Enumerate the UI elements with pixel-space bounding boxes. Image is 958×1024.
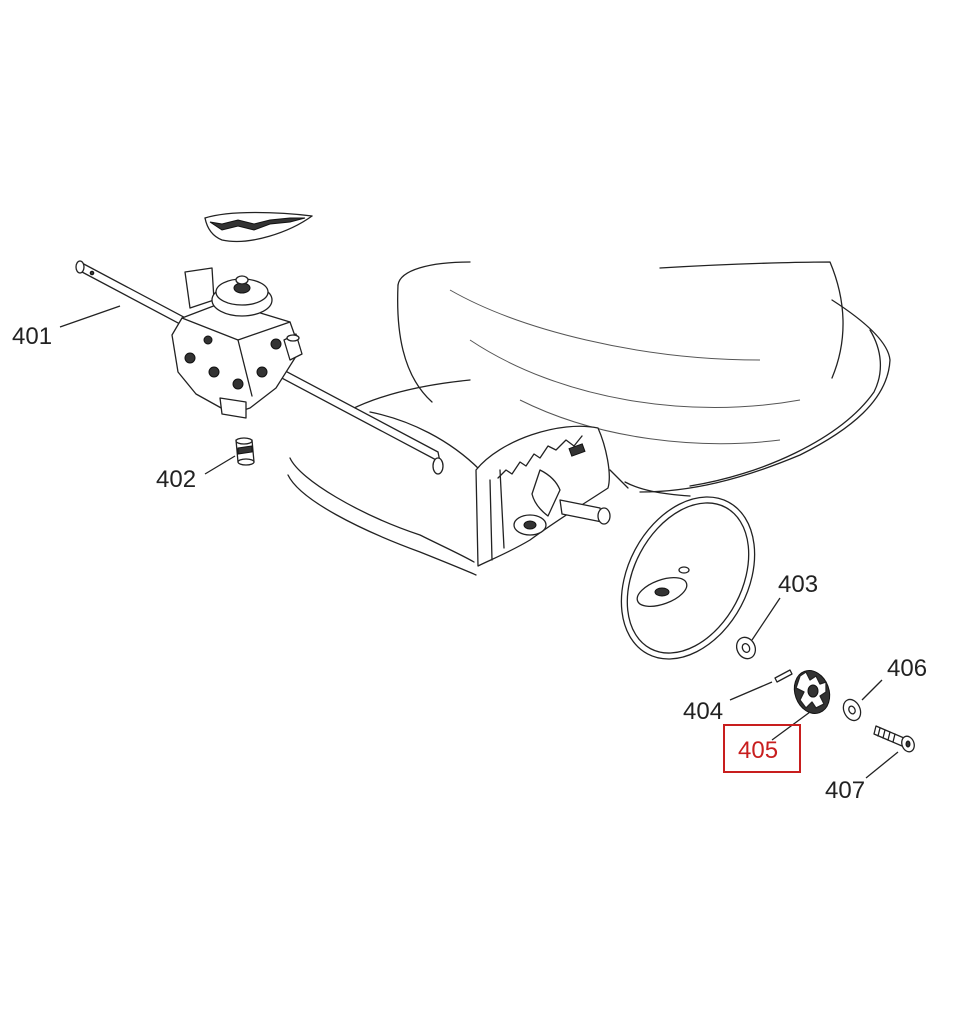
callout-403: 403 — [778, 571, 819, 598]
part-402-bushing — [235, 437, 255, 466]
callout-401: 401 — [12, 323, 53, 350]
wheel-bracket — [475, 425, 611, 567]
drive-axle-assembly — [75, 260, 444, 475]
callout-405: 405 — [738, 737, 779, 764]
part-404-pin — [774, 669, 793, 683]
mower-deck — [204, 211, 891, 576]
part-407-bolt — [873, 725, 915, 753]
callout-404: 404 — [683, 698, 724, 725]
part-406-washer — [842, 698, 862, 722]
callout-402: 402 — [156, 466, 197, 493]
callout-407: 407 — [825, 777, 866, 804]
leader-lines — [59, 305, 899, 779]
highlight-box-405 — [723, 724, 801, 773]
part-403-washer — [735, 636, 757, 660]
callout-406: 406 — [887, 655, 928, 682]
wheel-disk — [620, 496, 756, 660]
part-405-gear — [793, 670, 831, 714]
